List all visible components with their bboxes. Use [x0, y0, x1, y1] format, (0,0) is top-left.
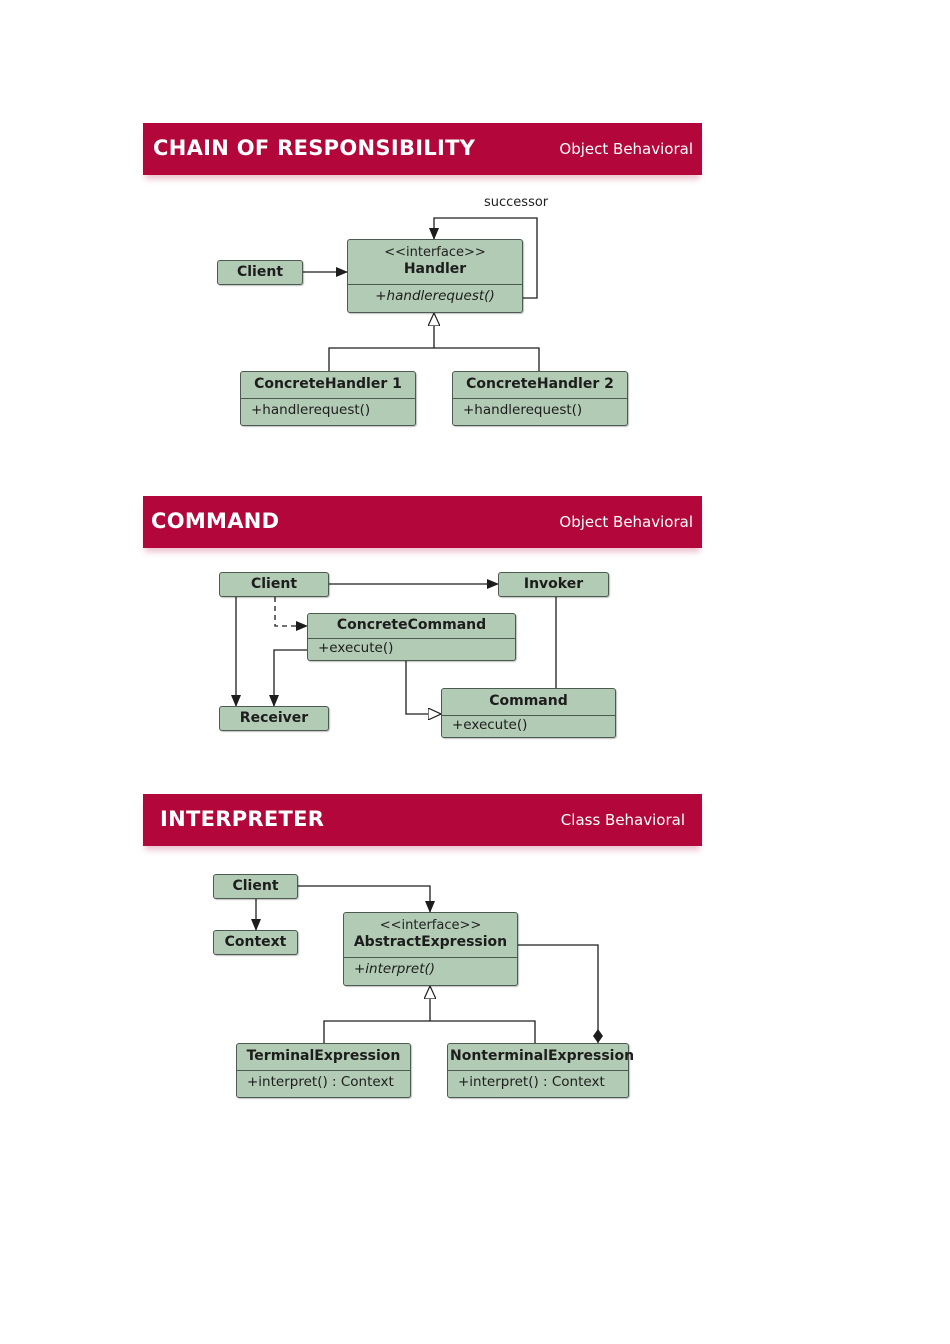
client-to-abstractexpression-arrow [298, 885, 435, 913]
chain-of-responsibility-header: CHAIN OF RESPONSIBILITY Object Behaviora… [143, 123, 702, 175]
operation: +handlerequest() [241, 398, 415, 423]
section-title: INTERPRETER [160, 807, 325, 831]
class-name: Receiver [239, 710, 309, 726]
operation: +handlerequest() [453, 398, 627, 423]
operation: +interpret() [344, 957, 517, 982]
context-box: Context [213, 930, 298, 955]
operation: +execute() [442, 715, 615, 738]
class-name: ConcreteHandler 2 [466, 376, 614, 392]
class-name: Client [236, 264, 284, 280]
operation: +execute() [308, 638, 515, 661]
abstract-expression-box: <<interface>> AbstractExpression +interp… [343, 912, 518, 986]
class-name: Context [224, 934, 287, 950]
operation: +handlerequest() [348, 284, 522, 309]
command-header: COMMAND Object Behavioral [143, 496, 702, 548]
terminal-expression-box: TerminalExpression +interpret() : Contex… [236, 1043, 411, 1098]
section-title: COMMAND [151, 509, 280, 533]
stereotype: <<interface>> [379, 918, 482, 933]
client-to-concretecommand-dashed [274, 597, 308, 631]
class-name: Client [250, 576, 298, 592]
class-name: Command [489, 693, 568, 709]
interpreter-header: INTERPRETER Class Behavioral [143, 794, 702, 846]
operation: +interpret() : Context [448, 1070, 628, 1095]
class-name: Invoker [523, 576, 584, 592]
section-title: CHAIN OF RESPONSIBILITY [153, 136, 476, 160]
class-name: AbstractExpression [353, 933, 508, 950]
concrete-handler-1-box: ConcreteHandler 1 +handlerequest() [240, 371, 416, 426]
concrete-handler-2-box: ConcreteHandler 2 +handlerequest() [452, 371, 628, 426]
class-name: NonterminalExpression [450, 1048, 635, 1064]
nonterminal-expression-box: NonterminalExpression +interpret() : Con… [447, 1043, 635, 1098]
section-category: Object Behavioral [559, 140, 693, 158]
section-category: Object Behavioral [559, 513, 693, 531]
receiver-box: Receiver [219, 706, 329, 731]
command-interface-box: Command +execute() [441, 688, 616, 738]
class-name: Handler [403, 260, 467, 277]
successor-label: successor [484, 195, 549, 210]
successor-self-association [429, 217, 538, 299]
class-name: Client [232, 878, 279, 894]
class-name: ConcreteHandler 1 [254, 376, 402, 392]
section-category: Class Behavioral [560, 811, 685, 829]
command-client-box: Client [219, 572, 329, 597]
nonterminal-composition [518, 944, 603, 1043]
concretecommand-to-command-generalization [405, 661, 441, 714]
stereotype: <<interface>> [384, 245, 486, 260]
client-box: Client [217, 260, 303, 285]
class-name: TerminalExpression [246, 1048, 401, 1064]
expression-generalization [323, 1020, 536, 1043]
concrete-command-box: ConcreteCommand +execute() [307, 613, 516, 661]
invoker-box: Invoker [498, 572, 609, 597]
operation: +interpret() : Context [237, 1070, 410, 1095]
handler-box: <<interface>> Handler +handlerequest() [347, 239, 523, 313]
concretecommand-to-receiver-arrow [269, 649, 307, 707]
handler-generalization-1 [328, 347, 540, 371]
class-name: ConcreteCommand [336, 617, 487, 633]
interpreter-client-box: Client [213, 874, 298, 899]
